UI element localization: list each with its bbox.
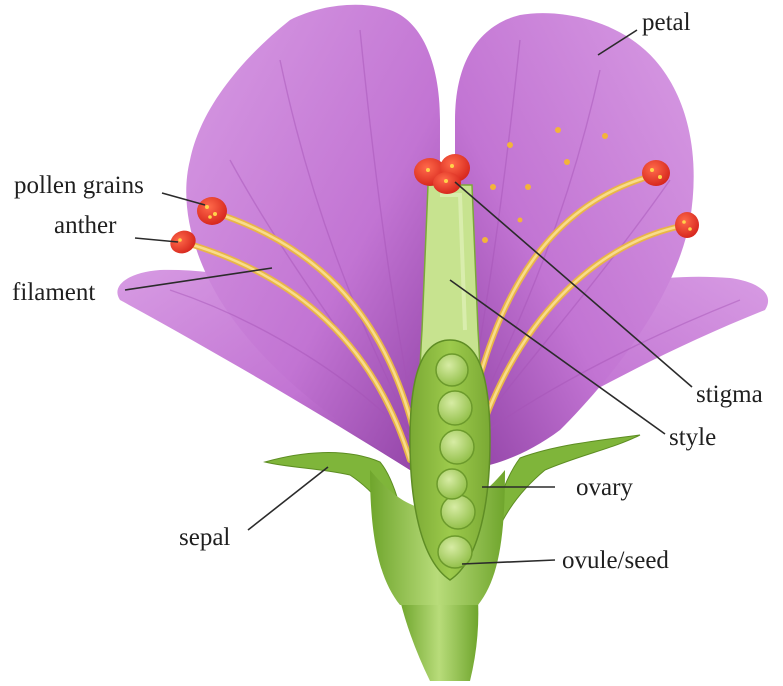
label-anther: anther: [54, 212, 117, 239]
label-stigma: stigma: [696, 381, 763, 408]
stem: [400, 600, 478, 681]
leader-sepal: [248, 467, 328, 530]
label-filament: filament: [12, 279, 95, 306]
label-ovary: ovary: [576, 474, 633, 501]
label-pollen-grains: pollen grains: [14, 172, 144, 199]
label-style: style: [669, 424, 716, 451]
label-ovule-seed: ovule/seed: [562, 547, 669, 574]
label-petal: petal: [642, 9, 691, 36]
label-sepal: sepal: [179, 524, 230, 551]
